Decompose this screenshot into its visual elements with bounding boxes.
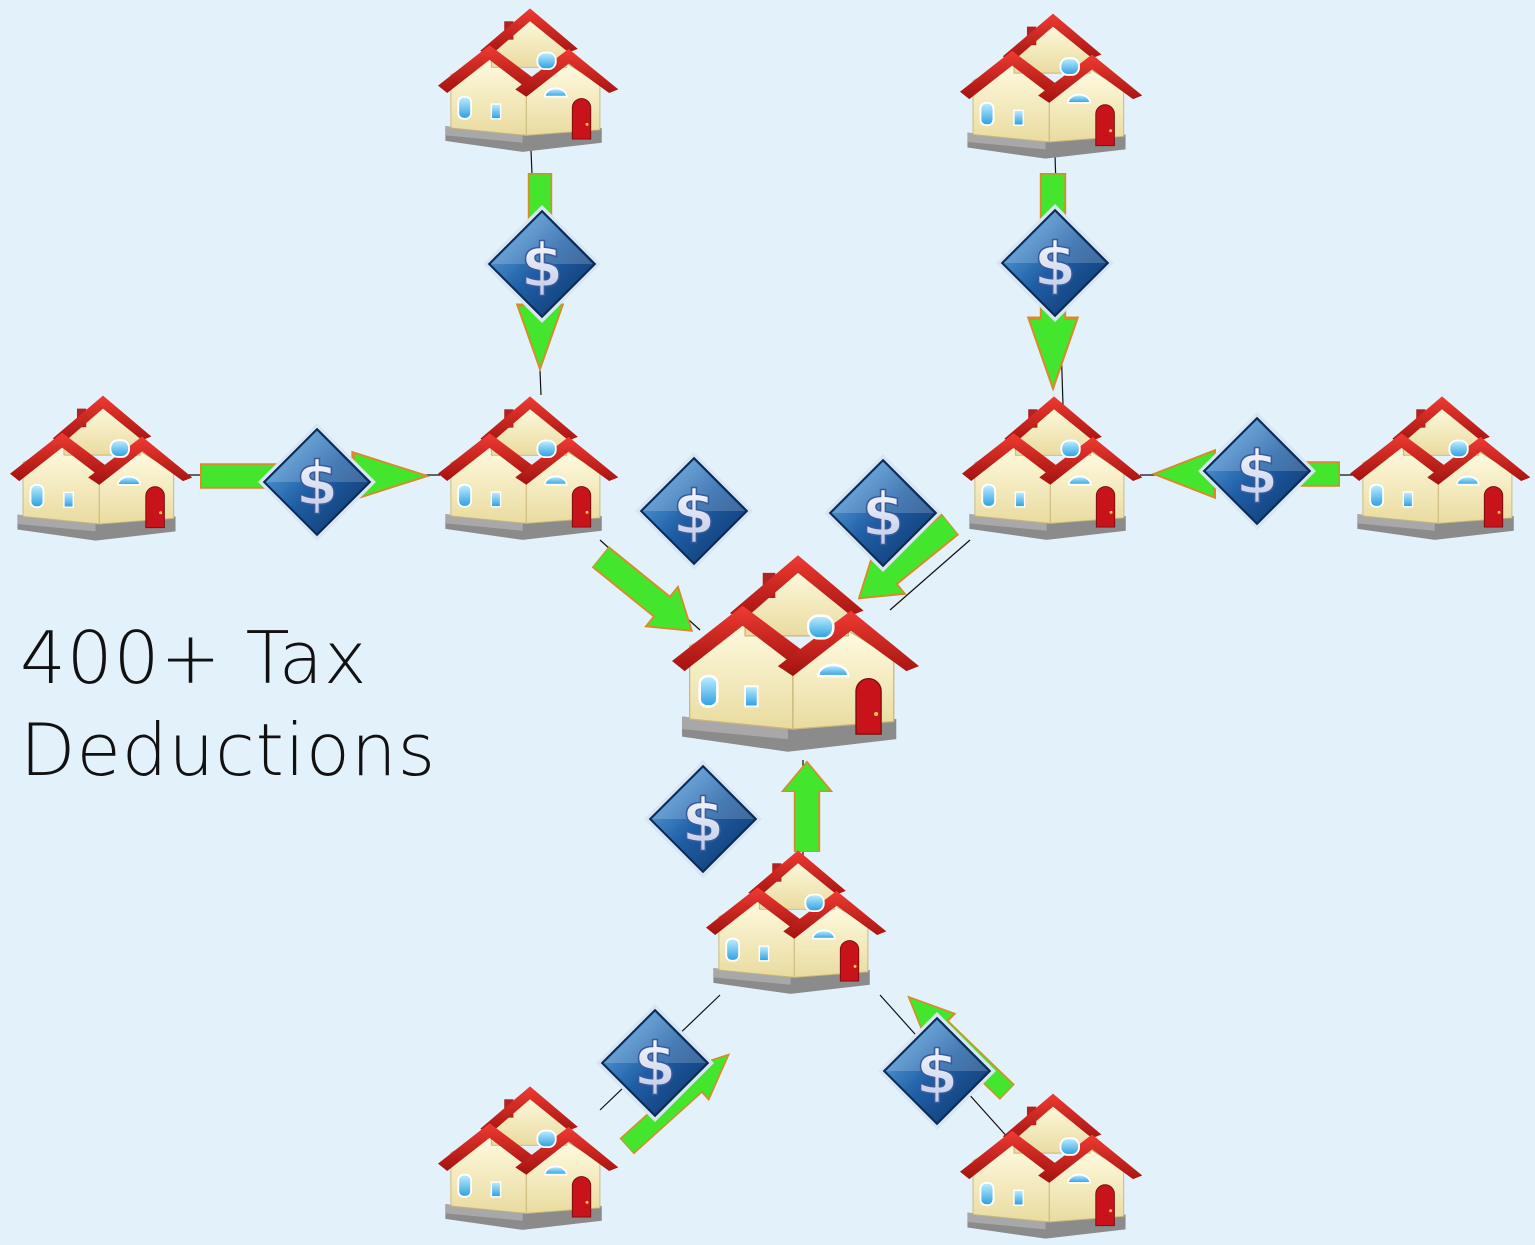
caption-line-1: 400+ Tax bbox=[20, 616, 368, 700]
dollar-diamond-icon bbox=[482, 204, 602, 324]
caption-title: 400+ Tax Deductions bbox=[20, 612, 580, 796]
flow-arrow bbox=[781, 760, 833, 852]
dollar-diamond-icon bbox=[877, 1011, 997, 1131]
dollar-diamond-icon bbox=[257, 422, 377, 542]
house-icon bbox=[438, 1085, 620, 1231]
house-icon bbox=[10, 394, 194, 542]
house-icon bbox=[1350, 395, 1532, 541]
dollar-diamond-icon bbox=[1197, 411, 1317, 531]
dollar-diamond-icon bbox=[995, 203, 1115, 323]
house-icon bbox=[438, 7, 620, 153]
dollar-diamond-icon bbox=[595, 1003, 715, 1123]
dollar-diamond-icon bbox=[634, 451, 754, 571]
house-icon bbox=[962, 395, 1144, 541]
caption-line-2: Deductions bbox=[20, 708, 437, 792]
house-icon bbox=[438, 395, 620, 541]
dollar-diamond-icon bbox=[643, 759, 763, 879]
house-icon bbox=[960, 12, 1144, 160]
house-icon bbox=[706, 849, 888, 995]
